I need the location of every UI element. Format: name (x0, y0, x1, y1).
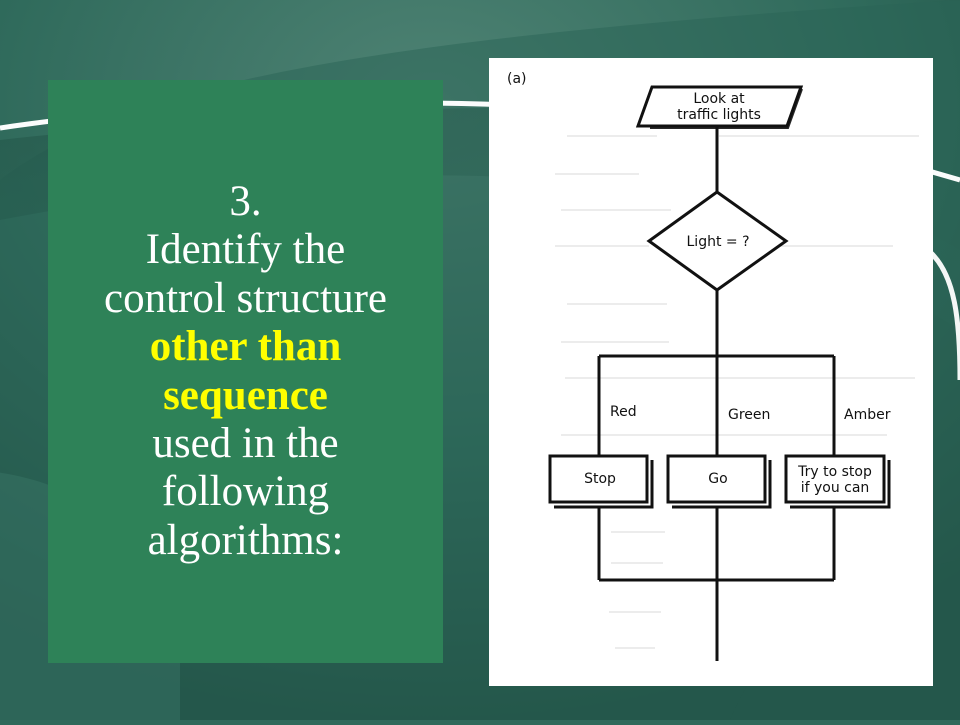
flowchart-paper (489, 58, 933, 686)
start-line-1: Look at (693, 91, 745, 107)
go-process-shadow (672, 460, 772, 509)
traffic-light-flowchart: (a) Look at traffic lights Light = ? Red… (489, 58, 933, 686)
question-line-5: algorithms: (147, 516, 344, 564)
start-parallelogram (635, 85, 804, 128)
flowchart-label: (a) (507, 71, 527, 87)
question-line-1: Identify the (145, 226, 346, 274)
branch-condition-amber: Amber (844, 407, 891, 423)
action-try-stop-line-2: if you can (801, 480, 870, 496)
try-stop-process-shadow (790, 460, 891, 509)
slide-number: 3. (229, 178, 262, 225)
go-process-box (666, 454, 767, 504)
start-shadow-outline (650, 88, 803, 129)
branch-condition-green: Green (728, 407, 770, 423)
action-stop: Stop (584, 471, 616, 487)
stop-process-shadow (554, 460, 654, 509)
question-text: 3. Identify the control structure other … (104, 178, 387, 565)
flowchart-panel: (a) Look at traffic lights Light = ? Red… (489, 58, 933, 686)
stop-process-box (548, 454, 649, 504)
highlight-line-1: other than (149, 323, 342, 371)
question-line-3: used in the (152, 419, 339, 467)
action-try-stop-line-1: Try to stop (797, 464, 872, 480)
question-line-2: control structure (104, 274, 387, 322)
question-line-4: following (161, 468, 330, 516)
branch-condition-red: Red (610, 404, 637, 420)
faint-background-text (555, 135, 919, 649)
try-stop-process-box (784, 454, 886, 504)
action-go: Go (708, 471, 727, 487)
start-line-2: traffic lights (677, 107, 761, 123)
question-panel: 3. Identify the control structure other … (48, 80, 443, 663)
decision-text: Light = ? (687, 234, 750, 250)
highlight-line-2: sequence (163, 371, 328, 419)
